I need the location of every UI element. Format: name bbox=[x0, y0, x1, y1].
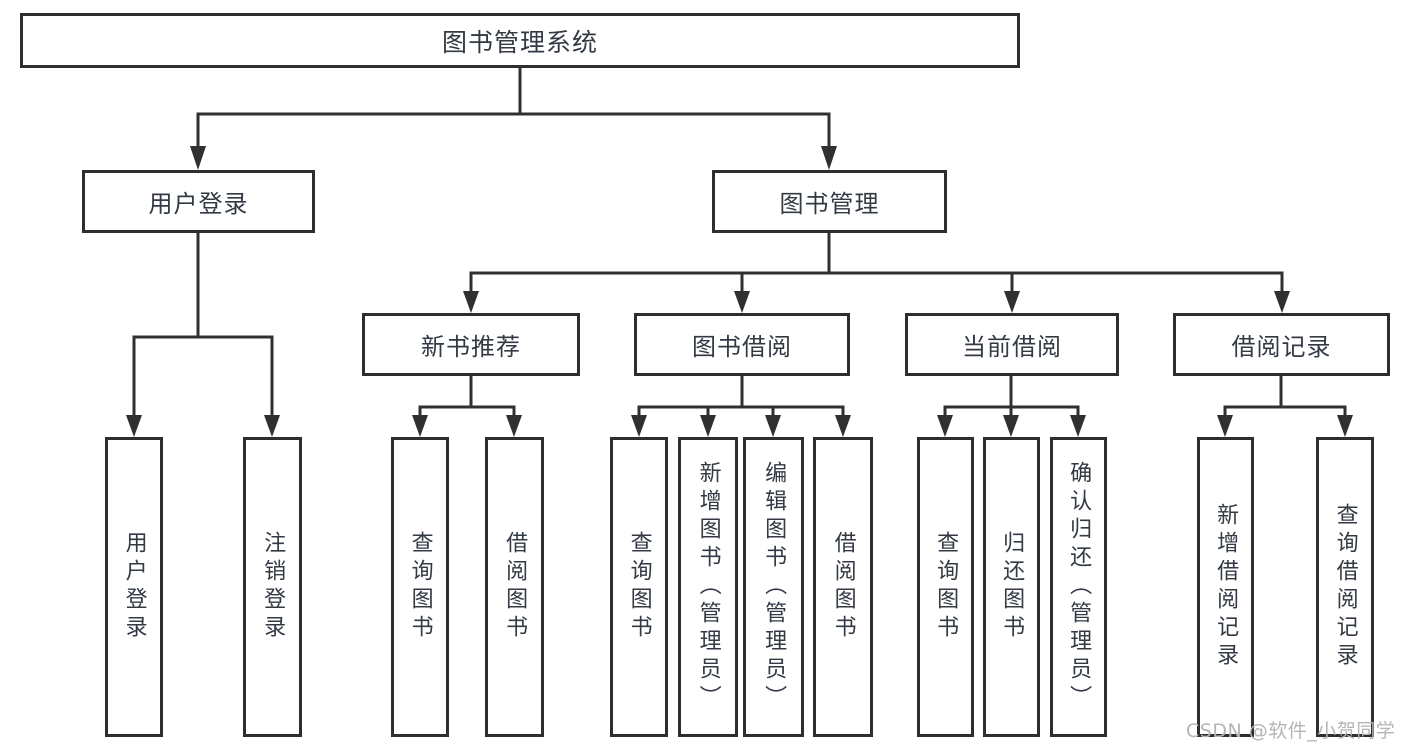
node-new-book-rec: 新书推荐 bbox=[362, 313, 580, 376]
node-leaf-logout-label: 注销登录 bbox=[260, 531, 286, 643]
node-book-borrow-label: 图书借阅 bbox=[692, 333, 792, 361]
node-bb-edit-books: 编辑图书（管理员） bbox=[743, 437, 804, 737]
node-br-query-record-label: 查询借阅记录 bbox=[1332, 503, 1358, 671]
node-cb-query-books-label: 查询图书 bbox=[933, 531, 959, 643]
node-cb-confirm-return-label: 确认归还（管理员） bbox=[1066, 461, 1092, 713]
node-bb-add-books-label: 新增图书（管理员） bbox=[695, 461, 721, 713]
node-cb-return-books: 归还图书 bbox=[983, 437, 1040, 737]
node-leaf-user-login-label: 用户登录 bbox=[121, 531, 147, 643]
node-book-mgmt: 图书管理 bbox=[712, 170, 947, 233]
node-bb-query-books: 查询图书 bbox=[610, 437, 668, 737]
node-user-login: 用户登录 bbox=[82, 170, 315, 233]
node-cb-confirm-return: 确认归还（管理员） bbox=[1050, 437, 1107, 737]
node-current-borrow: 当前借阅 bbox=[905, 313, 1119, 376]
node-cb-query-books: 查询图书 bbox=[917, 437, 974, 737]
node-rec-query-books-label: 查询图书 bbox=[407, 531, 433, 643]
node-rec-borrow-books-label: 借阅图书 bbox=[502, 531, 528, 643]
node-bb-add-books: 新增图书（管理员） bbox=[678, 437, 738, 737]
node-root-label: 图书管理系统 bbox=[441, 27, 598, 57]
node-br-add-record-label: 新增借阅记录 bbox=[1213, 503, 1239, 671]
connector-line-group bbox=[132, 66, 1347, 419]
node-borrow-records: 借阅记录 bbox=[1173, 313, 1390, 376]
node-book-borrow: 图书借阅 bbox=[634, 313, 850, 376]
node-bb-query-books-label: 查询图书 bbox=[626, 531, 652, 643]
node-borrow-records-label: 借阅记录 bbox=[1231, 333, 1332, 361]
node-leaf-user-login: 用户登录 bbox=[105, 437, 163, 737]
node-leaf-logout: 注销登录 bbox=[243, 437, 302, 737]
watermark: CSDN @软件_小贺同学 bbox=[1186, 720, 1396, 742]
node-bb-edit-books-label: 编辑图书（管理员） bbox=[761, 461, 787, 713]
node-br-add-record: 新增借阅记录 bbox=[1197, 437, 1254, 737]
node-cb-return-books-label: 归还图书 bbox=[999, 531, 1025, 643]
node-rec-borrow-books: 借阅图书 bbox=[485, 437, 544, 737]
node-current-borrow-label: 当前借阅 bbox=[962, 333, 1062, 361]
node-bb-borrow-books-label: 借阅图书 bbox=[830, 531, 856, 643]
node-user-login-label: 用户登录 bbox=[148, 190, 249, 218]
arrowheads bbox=[126, 146, 1353, 437]
node-new-book-rec-label: 新书推荐 bbox=[421, 333, 521, 361]
node-br-query-record: 查询借阅记录 bbox=[1316, 437, 1374, 737]
node-bb-borrow-books: 借阅图书 bbox=[813, 437, 873, 737]
node-book-mgmt-label: 图书管理 bbox=[779, 190, 880, 218]
node-root: 图书管理系统 bbox=[20, 13, 1020, 68]
node-rec-query-books: 查询图书 bbox=[391, 437, 449, 737]
